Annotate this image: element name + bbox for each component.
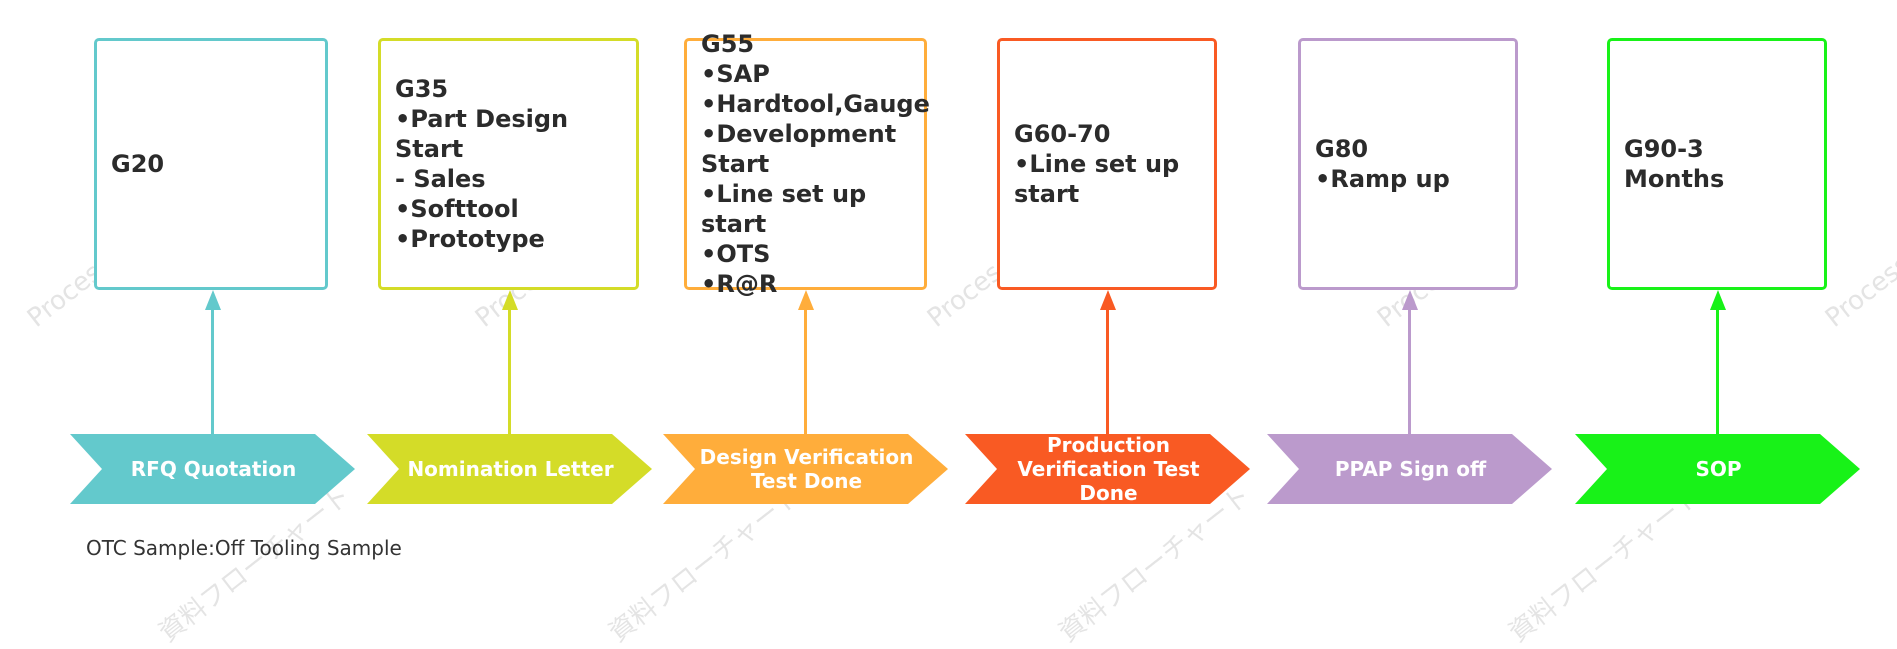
stage-box-line: G90-3 Months [1624,135,1725,193]
stage-box-line: •Prototype [395,225,545,253]
stage-box-line: •Hardtool,Gauge [701,90,930,118]
connector-line [1408,308,1411,434]
stage-box-text: G80•Ramp up [1315,134,1450,194]
connector-line [211,308,214,434]
connector-line [804,308,807,434]
connector-line [1106,308,1109,434]
chevron-shape [965,434,1250,504]
arrow-head-icon [1709,290,1726,310]
stage-chevron-6 [1575,434,1860,504]
stage-box-line: Start [701,150,770,178]
watermark-text: Process [1820,249,1897,334]
stage-box-line: •SAP [701,60,770,88]
connector-line [1716,308,1719,434]
chevron-shape [367,434,652,504]
stage-box-2: G35•Part Design Start- Sales•Softtool•Pr… [378,38,639,290]
connector-line [508,308,511,434]
stage-box-line: - Sales [395,165,486,193]
stage-label: SOP [1695,457,1742,481]
stage-box-1: G20 [94,38,328,290]
stage-box-line: •Ramp up [1315,165,1450,193]
stage-box-5: G80•Ramp up [1298,38,1518,290]
stage-box-line: G20 [111,150,165,178]
stage-chevron-4 [965,434,1250,504]
chevron-shape [663,434,948,504]
stage-box-line: •Line set up [1014,150,1180,178]
stage-box-line: •OTS [701,240,771,268]
stage-label: Design Verification Test Done [699,445,914,493]
arrow-head-icon [501,290,518,310]
stage-label: PPAP Sign off [1334,457,1487,481]
stage-box-line: •R@R [701,270,778,298]
stage-box-line: G55 [701,30,755,58]
footnote: OTC Sample:Off Tooling Sample [86,536,402,560]
stage-label: Nomination Letter [407,457,614,481]
stage-label: Production Verification Test Done [1017,433,1200,505]
stage-box-line: •Softtool [395,195,519,223]
stage-box-line: •Line set up start [701,180,867,238]
stage-chevron-5 [1267,434,1552,504]
stage-chevron-3 [663,434,948,504]
stage-box-line: •Part Design Start [395,105,569,163]
arrow-head-icon [1099,290,1116,310]
stage-box-line: G80 [1315,135,1369,163]
chevron-shape [1267,434,1552,504]
stage-label: RFQ Quotation [130,457,297,481]
chevron-shape [70,434,355,504]
stage-box-6: G90-3 Months [1607,38,1827,290]
stage-box-line: G60-70 [1014,120,1111,148]
stage-box-line: start [1014,180,1080,208]
arrow-head-icon [204,290,221,310]
stage-box-line: •Development [701,120,897,148]
stage-box-line: G35 [395,75,449,103]
stage-box-text: G90-3 Months [1624,134,1812,194]
arrow-head-icon [1401,290,1418,310]
arrow-head-icon [797,290,814,310]
stage-box-text: G20 [111,149,164,179]
stage-chevron-2 [367,434,652,504]
stage-chevron-1 [70,434,355,504]
chevron-shape [1575,434,1860,504]
stage-box-text: G35•Part Design Start- Sales•Softtool•Pr… [395,74,624,254]
